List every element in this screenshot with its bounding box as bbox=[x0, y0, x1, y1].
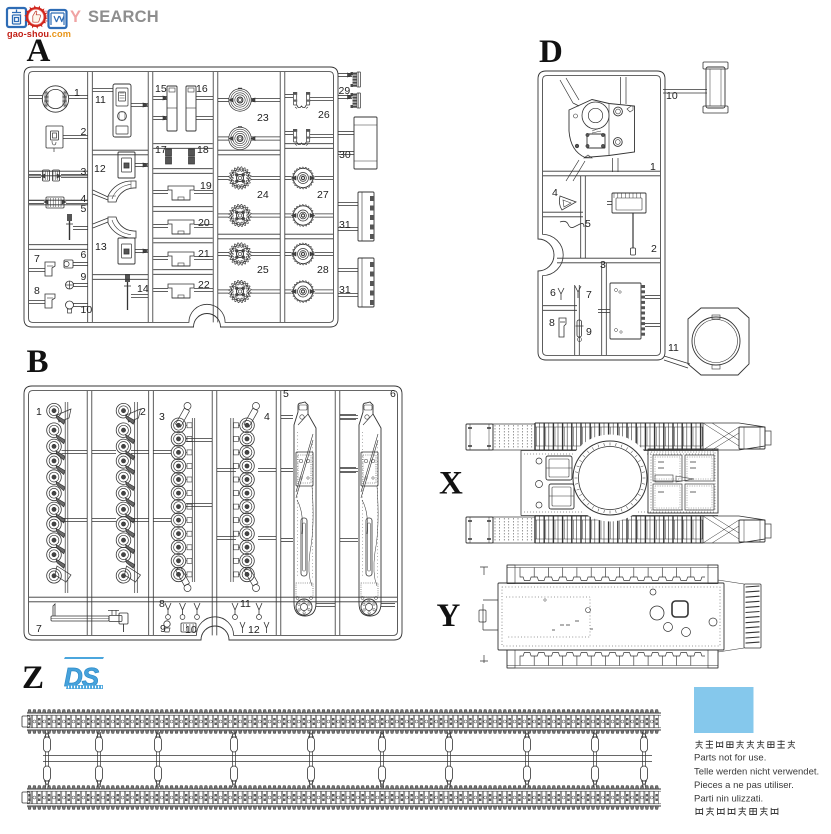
svg-text:12: 12 bbox=[248, 624, 260, 636]
svg-text:6: 6 bbox=[550, 287, 556, 299]
svg-text:2: 2 bbox=[81, 126, 87, 138]
svg-text:9: 9 bbox=[586, 326, 592, 338]
svg-text:Parts not for use.: Parts not for use. bbox=[694, 753, 766, 764]
svg-text:25: 25 bbox=[257, 264, 269, 276]
svg-text:12: 12 bbox=[94, 163, 106, 175]
svg-text:10: 10 bbox=[666, 90, 678, 102]
svg-text:14: 14 bbox=[137, 283, 149, 295]
svg-text:gao-shou.com: gao-shou.com bbox=[7, 29, 71, 39]
svg-text:9: 9 bbox=[81, 271, 87, 283]
svg-text:Pieces a ne pas utiliser.: Pieces a ne pas utiliser. bbox=[694, 780, 794, 791]
svg-text:17: 17 bbox=[155, 144, 167, 156]
svg-text:7: 7 bbox=[34, 253, 40, 265]
svg-text:5: 5 bbox=[283, 388, 289, 400]
svg-text:10: 10 bbox=[185, 624, 197, 636]
svg-text:D: D bbox=[539, 34, 563, 70]
svg-text:1: 1 bbox=[650, 161, 656, 173]
svg-text:8: 8 bbox=[34, 285, 40, 297]
svg-text:Z: Z bbox=[22, 660, 44, 696]
svg-text:2: 2 bbox=[651, 243, 657, 255]
svg-text:1: 1 bbox=[74, 87, 80, 99]
svg-text:1: 1 bbox=[36, 406, 42, 418]
svg-text:23: 23 bbox=[257, 112, 269, 124]
svg-text:4: 4 bbox=[81, 193, 87, 205]
svg-text:Telle werden nicht verwendet.: Telle werden nicht verwendet. bbox=[694, 767, 819, 778]
svg-text:31: 31 bbox=[339, 219, 351, 231]
svg-text:15: 15 bbox=[155, 83, 167, 95]
svg-text:3: 3 bbox=[81, 166, 87, 178]
svg-text:11: 11 bbox=[668, 342, 679, 354]
svg-text:7: 7 bbox=[36, 623, 42, 635]
svg-text:3: 3 bbox=[159, 411, 165, 423]
svg-text:Y: Y bbox=[437, 598, 461, 634]
svg-text:22: 22 bbox=[198, 279, 210, 291]
svg-text:31: 31 bbox=[339, 284, 351, 296]
svg-text:6: 6 bbox=[81, 249, 87, 261]
svg-text:5: 5 bbox=[81, 203, 87, 215]
svg-text:21: 21 bbox=[198, 248, 210, 260]
svg-text:28: 28 bbox=[317, 264, 329, 276]
svg-text:Parti nin ulizzati.: Parti nin ulizzati. bbox=[694, 794, 763, 805]
svg-text:29: 29 bbox=[339, 85, 351, 97]
svg-text:A: A bbox=[27, 33, 51, 69]
svg-text:11: 11 bbox=[95, 94, 106, 106]
svg-text:7: 7 bbox=[586, 289, 592, 301]
svg-text:4: 4 bbox=[264, 411, 270, 423]
svg-text:3: 3 bbox=[600, 259, 606, 271]
svg-text:9: 9 bbox=[160, 623, 166, 635]
svg-text:13: 13 bbox=[95, 241, 107, 253]
svg-text:5: 5 bbox=[585, 218, 591, 230]
svg-text:B: B bbox=[27, 344, 49, 380]
svg-text:X: X bbox=[439, 466, 463, 502]
svg-text:4: 4 bbox=[552, 187, 558, 199]
svg-text:10: 10 bbox=[81, 304, 93, 316]
svg-text:26: 26 bbox=[318, 109, 330, 121]
svg-text:24: 24 bbox=[257, 189, 269, 201]
svg-text:18: 18 bbox=[197, 144, 209, 156]
svg-text:27: 27 bbox=[317, 189, 329, 201]
svg-text:11: 11 bbox=[240, 598, 251, 610]
svg-text:2: 2 bbox=[140, 406, 146, 418]
svg-text:8: 8 bbox=[549, 317, 555, 329]
svg-text:20: 20 bbox=[198, 217, 210, 229]
svg-text:19: 19 bbox=[200, 180, 212, 192]
svg-text:SEARCH: SEARCH bbox=[88, 8, 159, 26]
svg-text:8: 8 bbox=[159, 598, 165, 610]
svg-text:6: 6 bbox=[390, 388, 396, 400]
svg-text:16: 16 bbox=[196, 83, 208, 95]
